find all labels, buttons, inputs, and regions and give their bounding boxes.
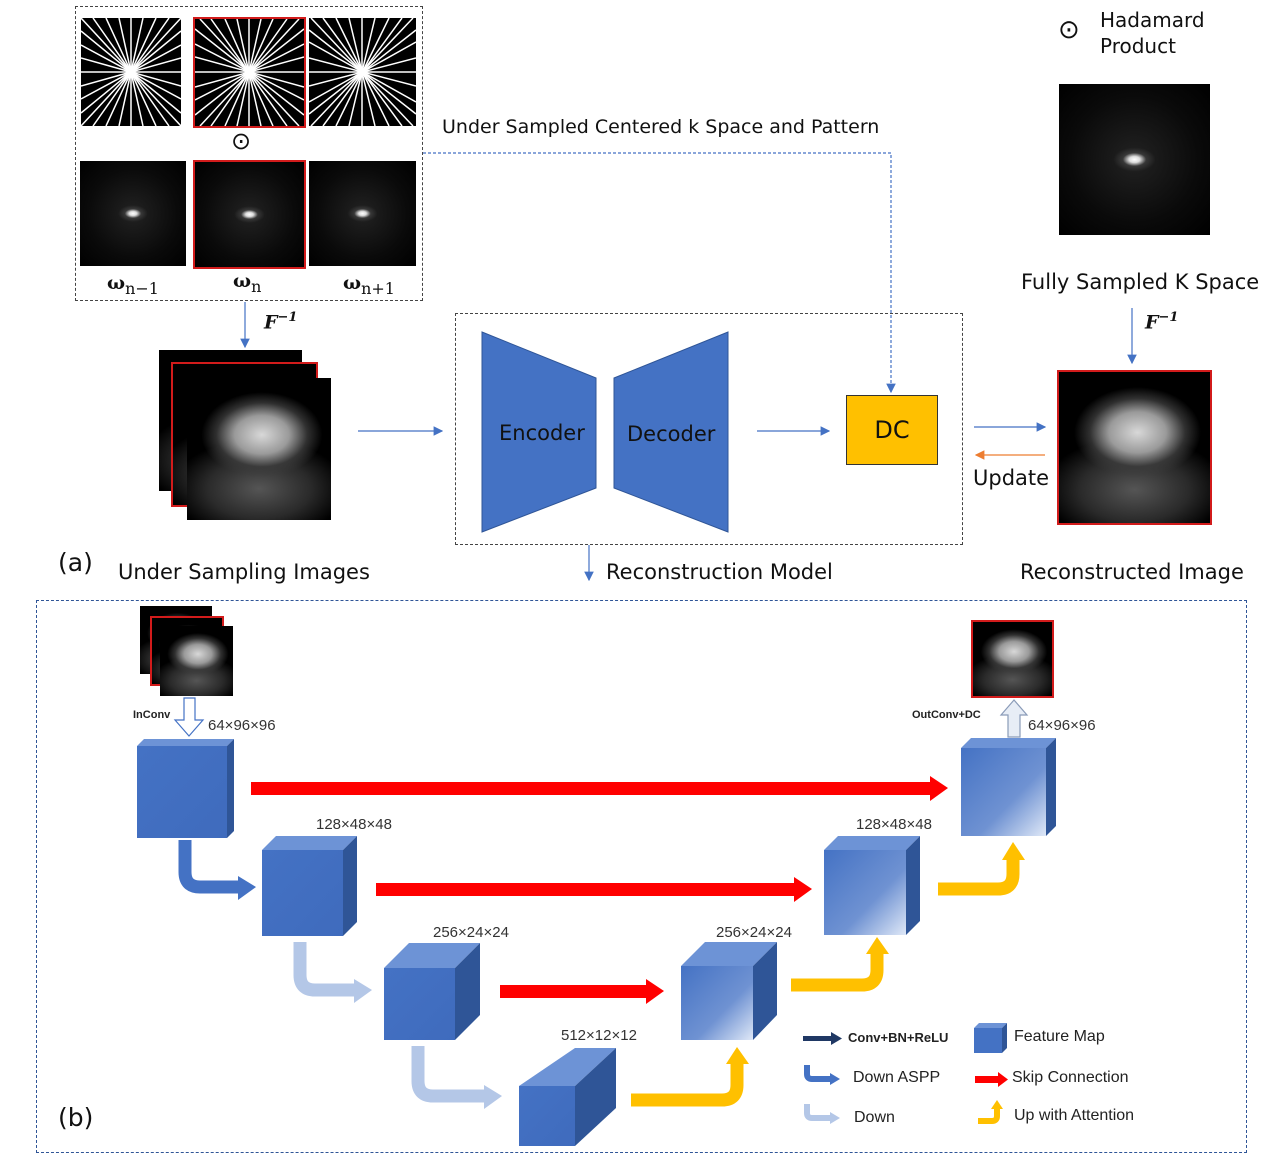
hadamard-legend-icon: ⊙ xyxy=(1058,15,1080,45)
legend-down-aspp-label: Down ASPP xyxy=(853,1069,941,1086)
encoder-decoder-shapes xyxy=(481,331,729,533)
fully-sampled-kspace-label: Fully Sampled K Space xyxy=(1021,270,1260,294)
hadamard-legend-line2: Product xyxy=(1100,34,1176,58)
reconstruction-model-label: Reconstruction Model xyxy=(606,560,833,584)
reconstruction-model-frame xyxy=(455,313,963,545)
dim-dec1: 64×96×96 xyxy=(1028,717,1096,734)
legend-down-icon xyxy=(804,1104,840,1124)
inconv-arrow xyxy=(173,697,205,737)
up-attention-arrow-1 xyxy=(631,1047,749,1107)
dim-dec2: 128×48×48 xyxy=(856,816,932,833)
decoder-shape xyxy=(613,331,729,533)
dim-enc2: 128×48×48 xyxy=(316,816,392,833)
dim-bottleneck: 512×12×12 xyxy=(561,1027,637,1044)
legend-feature-map-label: Feature Map xyxy=(1014,1028,1105,1045)
input-image-front xyxy=(160,626,233,696)
undersampled-image-front xyxy=(187,378,331,520)
kspace-prev xyxy=(80,161,186,266)
inverse-fourier-left: F−1 xyxy=(264,310,298,334)
skip-connection-2 xyxy=(376,877,812,902)
panel-b-frame xyxy=(36,600,1247,1153)
sampling-pattern-current xyxy=(193,17,306,128)
legend-feature-map-icon xyxy=(974,1023,1007,1053)
encoder-label: Encoder xyxy=(499,421,585,445)
legend-down-label: Down xyxy=(854,1109,895,1126)
outconv-arrow xyxy=(999,699,1029,738)
up-attention-arrow-3 xyxy=(938,842,1025,896)
sampling-pattern-next xyxy=(309,18,416,126)
skip-connection-3 xyxy=(500,979,664,1004)
legend-up-attention-icon xyxy=(978,1100,1003,1124)
up-attention-arrow-2 xyxy=(791,937,889,992)
dc-label: DC xyxy=(874,416,910,444)
down-arrow-2 xyxy=(411,1046,502,1109)
hadamard-product-icon: ⊙ xyxy=(231,127,252,155)
panel-a-connectors xyxy=(240,152,1137,582)
legend-up-attention-label: Up with Attention xyxy=(1014,1107,1135,1124)
dc-block: DC xyxy=(846,395,938,465)
kspace-current xyxy=(193,160,306,269)
omega-label-current: ωn xyxy=(233,270,262,296)
down-arrow-1 xyxy=(293,942,372,1003)
feature-map-enc2 xyxy=(262,836,357,936)
outconv-label: OutConv+DC xyxy=(912,709,981,721)
feature-map-enc1 xyxy=(137,739,234,838)
legend-conv-icon xyxy=(803,1032,842,1045)
legend-skip-label: Skip Connection xyxy=(1012,1069,1129,1086)
update-label: Update xyxy=(973,466,1050,490)
dim-enc3: 256×24×24 xyxy=(433,924,509,941)
reconstructed-image-label: Reconstructed Image xyxy=(1020,560,1244,584)
feature-map-enc3 xyxy=(384,943,480,1040)
kspace-next xyxy=(309,161,416,266)
legend-down-aspp-icon xyxy=(804,1065,840,1085)
encoder-shape xyxy=(481,331,597,533)
omega-label-next: ωn+1 xyxy=(343,272,395,298)
sampling-pattern-prev xyxy=(81,18,181,126)
legend-skip-icon xyxy=(975,1072,1008,1087)
hadamard-legend-line1: Hadamard xyxy=(1100,8,1205,32)
feature-map-dec3 xyxy=(681,942,777,1040)
feature-map-bottleneck xyxy=(519,1048,616,1146)
unet-diagram xyxy=(137,697,1056,1146)
skip-connection-1 xyxy=(251,776,948,801)
kspace-group-frame xyxy=(75,6,423,301)
omega-label-prev: ωn−1 xyxy=(107,272,159,298)
down-aspp-arrow xyxy=(178,840,256,900)
dim-dec3: 256×24×24 xyxy=(716,924,792,941)
inconv-label: InConv xyxy=(133,709,171,721)
feature-map-dec2 xyxy=(824,836,920,935)
decoder-label: Decoder xyxy=(627,422,716,446)
legend-conv-label: Conv+BN+ReLU xyxy=(848,1030,949,1045)
panel-a-tag: (a) xyxy=(58,548,93,577)
reconstructed-image xyxy=(1057,370,1212,525)
feature-map-dec1 xyxy=(961,738,1056,836)
dim-enc1: 64×96×96 xyxy=(208,717,276,734)
under-sampling-images-label: Under Sampling Images xyxy=(118,560,370,584)
output-image xyxy=(971,620,1054,698)
panel-b-tag: (b) xyxy=(58,1103,94,1132)
undersampled-kspace-label: Under Sampled Centered k Space and Patte… xyxy=(442,116,880,138)
inverse-fourier-right: F−1 xyxy=(1145,310,1179,334)
fully-sampled-kspace-image xyxy=(1059,84,1210,235)
